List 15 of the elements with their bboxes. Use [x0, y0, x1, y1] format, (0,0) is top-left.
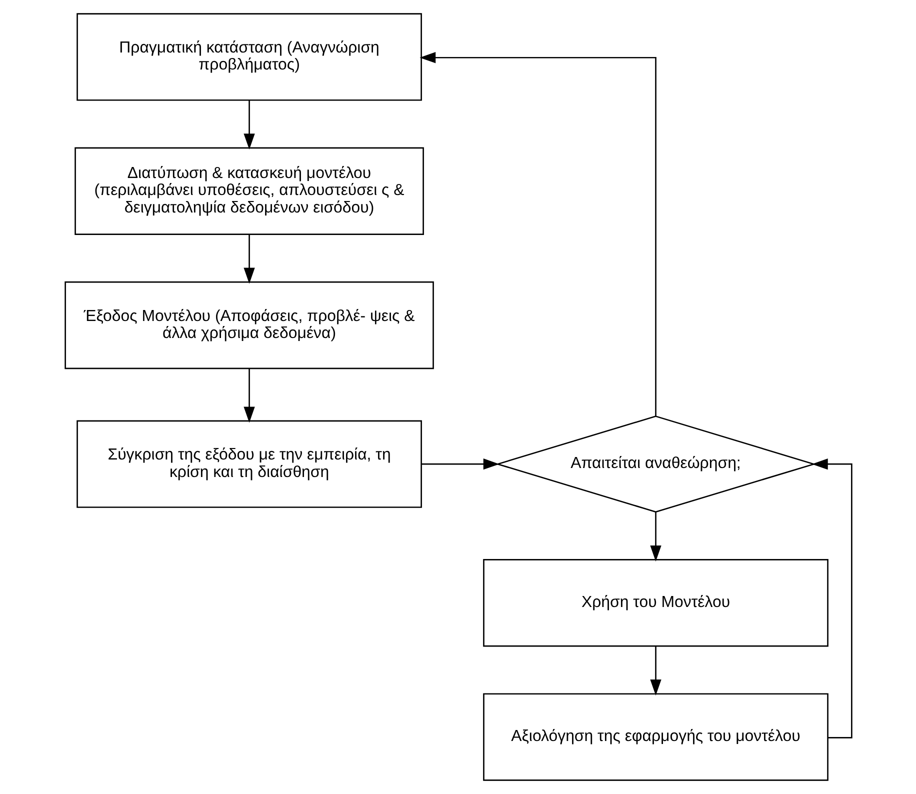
arrow: [419, 52, 656, 416]
arrow: [421, 458, 499, 470]
arrow: [243, 368, 254, 423]
node-box: Διατύπωση & κατασκευή μοντέλου (περιλαμβάνει υποθέσεις, απλουστεύσει ς & δειγματοληψία δεδομένων εισόδου): [74, 147, 424, 235]
node-box: Αξιολόγηση της εφαρμογής του μοντέλου: [482, 693, 828, 781]
arrow: [650, 646, 661, 696]
arrow: [243, 234, 254, 284]
node-box: Χρήση του Μοντέλου: [482, 559, 828, 647]
arrow: [243, 100, 254, 150]
node-box: Πραγματική κατάσταση (Αναγνώριση προβλήματος): [76, 13, 422, 101]
node-box: Σύγκριση της εξόδου με την εμπειρία, τη κρίση και τη διαίσθηση: [76, 420, 422, 508]
node-box: Έξοδος Μοντέλου (Αποφάσεις, προβλέ- ψεις & άλλα χρήσιμα δεδομένα): [64, 281, 434, 370]
arrow: [650, 512, 661, 562]
node-diamond: Απαιτείται αναθεώρηση;: [494, 416, 816, 513]
arrow: [811, 458, 852, 738]
